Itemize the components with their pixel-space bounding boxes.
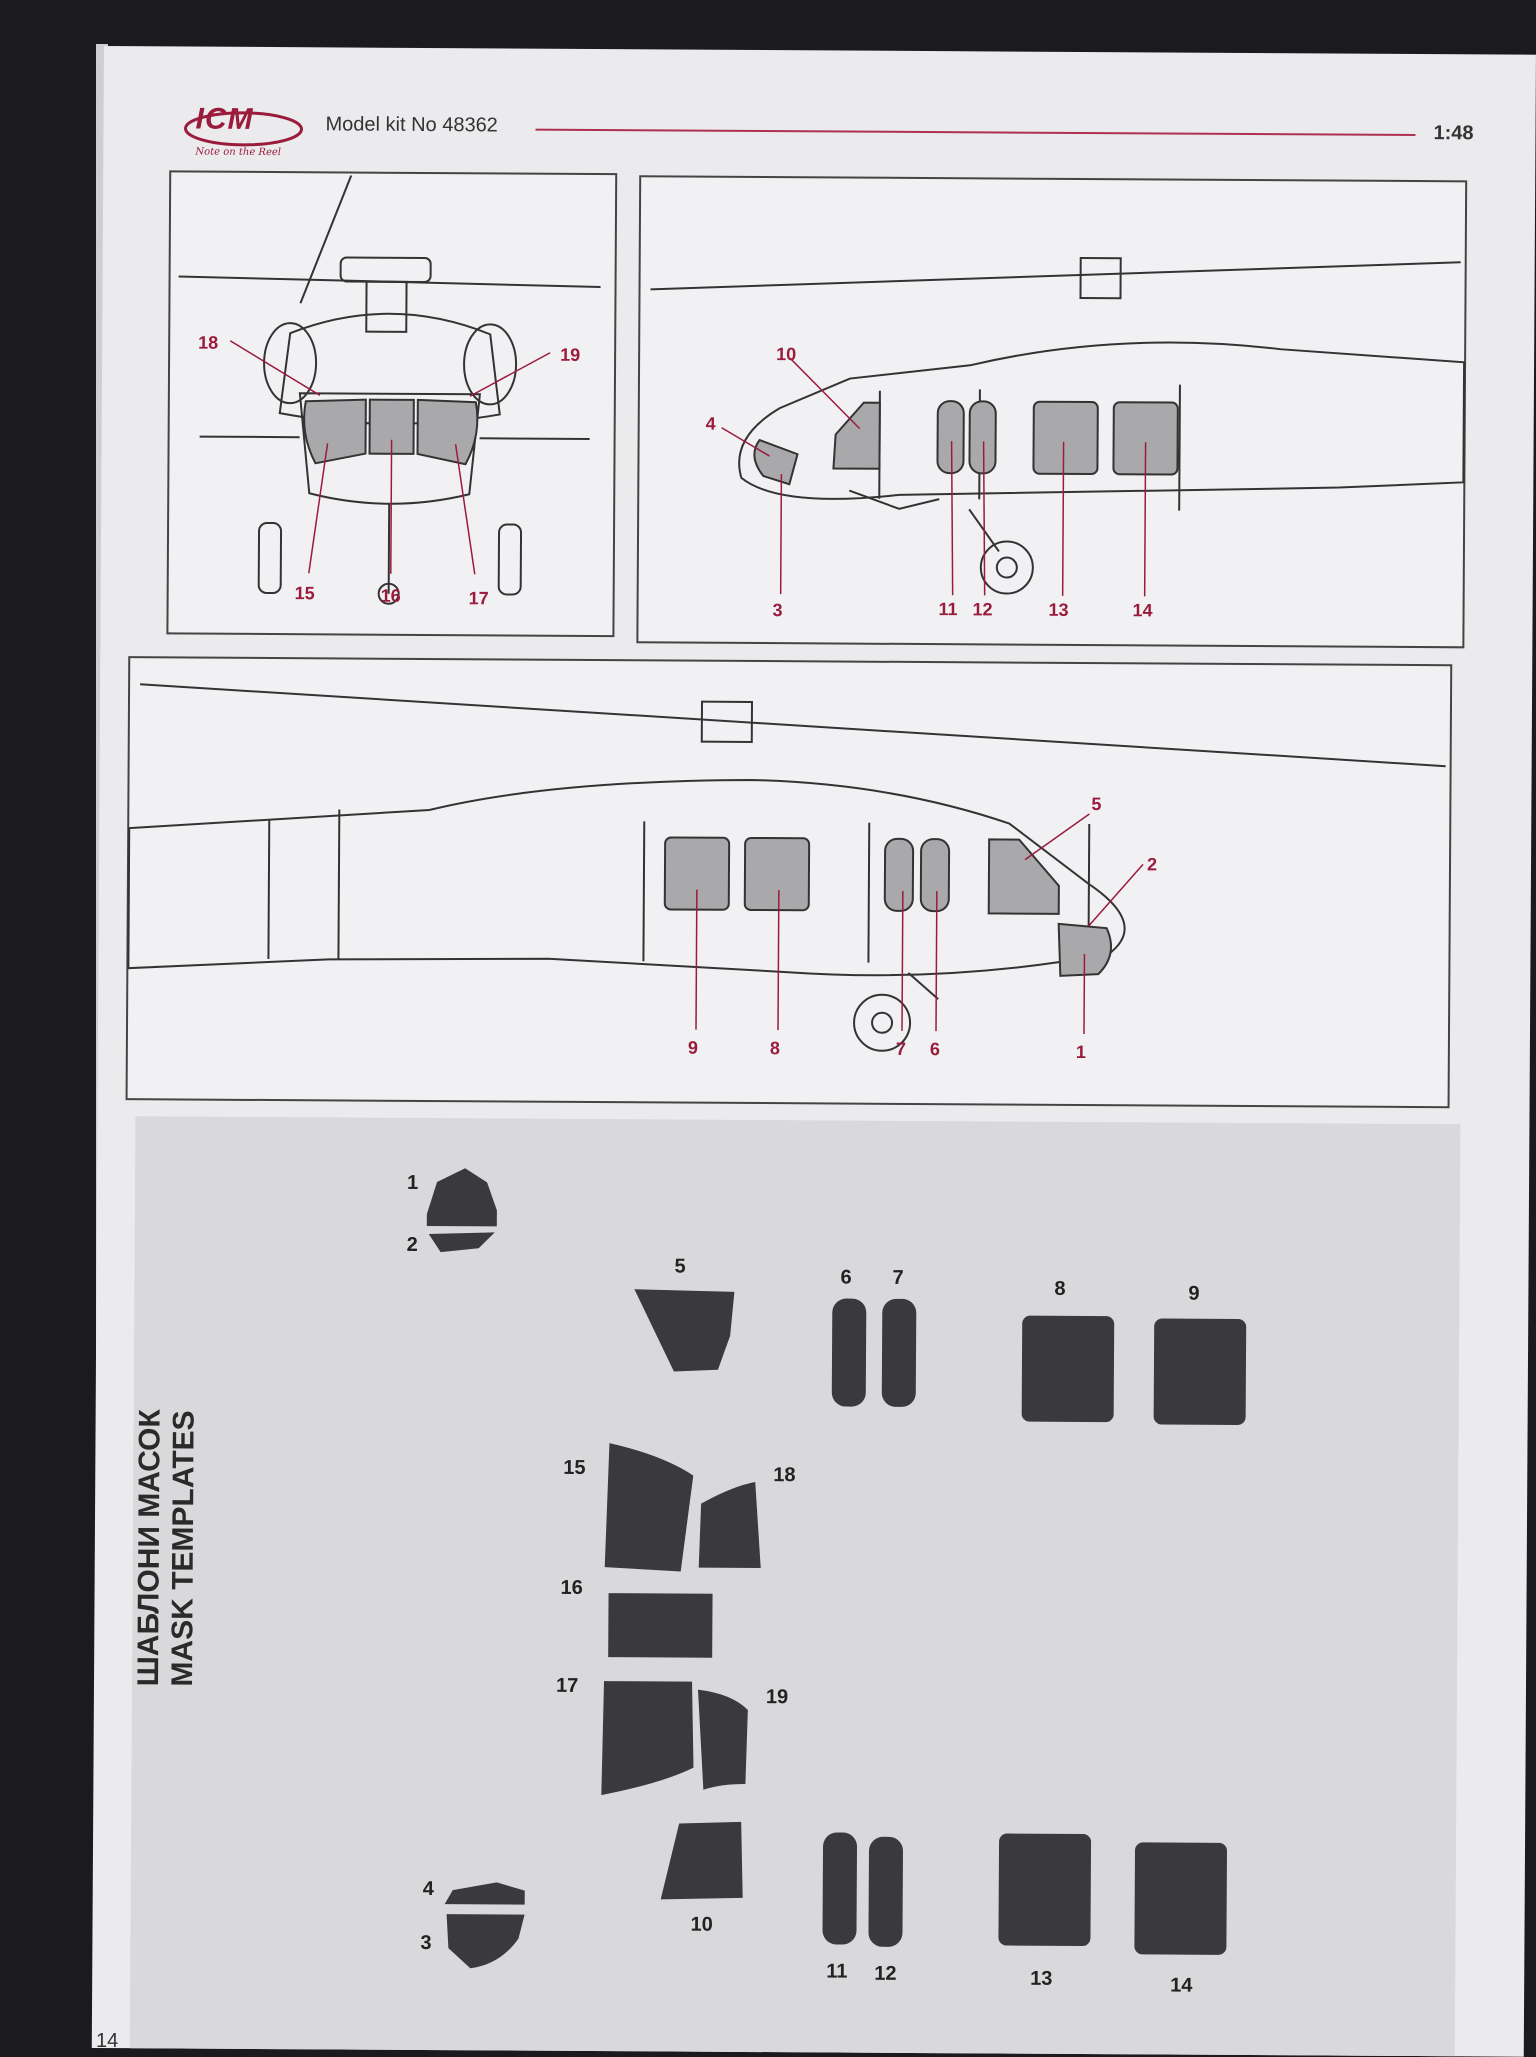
instruction-page: ICM Note on the Reel Model kit No 48362 … [92,46,1536,2057]
mask-label-7: 7 [892,1267,903,1290]
mask-13 [998,1834,1091,1947]
mask-label-18: 18 [773,1464,795,1487]
side-view-right-drawing [638,177,1465,646]
mask-6 [832,1298,867,1406]
page-number: 14 [96,2030,118,2053]
mask-label-2: 2 [407,1234,418,1257]
mask-label-19: 19 [766,1686,788,1709]
mask-10 [661,1821,743,1899]
mask-7 [882,1299,917,1407]
front-view-panel: 18 19 15 16 17 [166,170,617,637]
mask-12 [868,1837,903,1947]
mask-label-8: 8 [1054,1278,1065,1301]
mask-label-4: 4 [423,1878,434,1901]
mask-11 [822,1832,857,1944]
callout-8: 8 [770,1038,780,1059]
mask-label-16: 16 [561,1577,583,1600]
mask-1 [427,1168,497,1226]
mask-14 [1134,1842,1227,1955]
callout-15: 15 [295,583,315,604]
mask-label-17: 17 [556,1675,578,1698]
callout-3: 3 [772,600,782,621]
callout-4: 4 [706,414,716,435]
side-view-right-panel: 10 4 3 11 12 13 14 [636,175,1467,648]
callout-17: 17 [469,588,489,609]
mask-label-11: 11 [826,1960,847,1983]
callout-18: 18 [198,333,218,354]
logo-tagline: Note on the Reel [195,147,281,159]
header-rule [535,129,1415,136]
callout-13: 13 [1049,600,1069,621]
mask-2 [429,1232,495,1252]
logo-text: ICM [195,103,253,137]
callout-12: 12 [973,599,993,620]
mask-label-15: 15 [563,1457,585,1480]
mask-label-1: 1 [407,1172,418,1195]
mask-8 [1022,1316,1115,1423]
mask-15 [605,1443,694,1572]
mask-label-14: 14 [1170,1975,1192,1998]
callout-19: 19 [560,345,580,366]
callout-2: 2 [1147,854,1157,875]
mask-label-9: 9 [1188,1283,1199,1306]
mask-label-10: 10 [690,1914,712,1937]
callout-11: 11 [939,599,958,620]
mask-label-13: 13 [1030,1968,1052,1991]
callout-7: 7 [896,1039,906,1060]
side-view-left-drawing [128,658,1451,1106]
mask-label-6: 6 [840,1267,851,1290]
side-view-left-panel: 5 2 9 8 7 6 1 [126,656,1453,1108]
mask-label-12: 12 [874,1963,896,1986]
mask-19 [697,1690,748,1790]
mask-18 [699,1482,762,1568]
scale-label: 1:48 [1433,122,1473,145]
mask-5 [634,1289,734,1372]
callout-5: 5 [1091,794,1101,815]
callout-10: 10 [776,344,796,365]
callout-1: 1 [1076,1042,1086,1063]
mask-templates-section: ШАБЛОНИ МАСОК MASK TEMPLATES [130,1116,1461,2056]
kit-number: Model kit No 48362 [325,113,497,137]
callout-9: 9 [688,1038,698,1059]
mask-17 [601,1681,694,1796]
mask-label-3: 3 [420,1932,431,1955]
mask-3 [446,1914,524,1968]
front-view-drawing [168,172,615,635]
callout-16: 16 [381,586,401,607]
mask-9 [1154,1318,1247,1425]
mask-label-5: 5 [674,1256,685,1279]
callout-6: 6 [930,1039,940,1060]
callout-14: 14 [1133,600,1153,621]
mask-4 [445,1882,525,1904]
mask-shapes [130,1116,1461,2056]
mask-16 [608,1593,712,1658]
